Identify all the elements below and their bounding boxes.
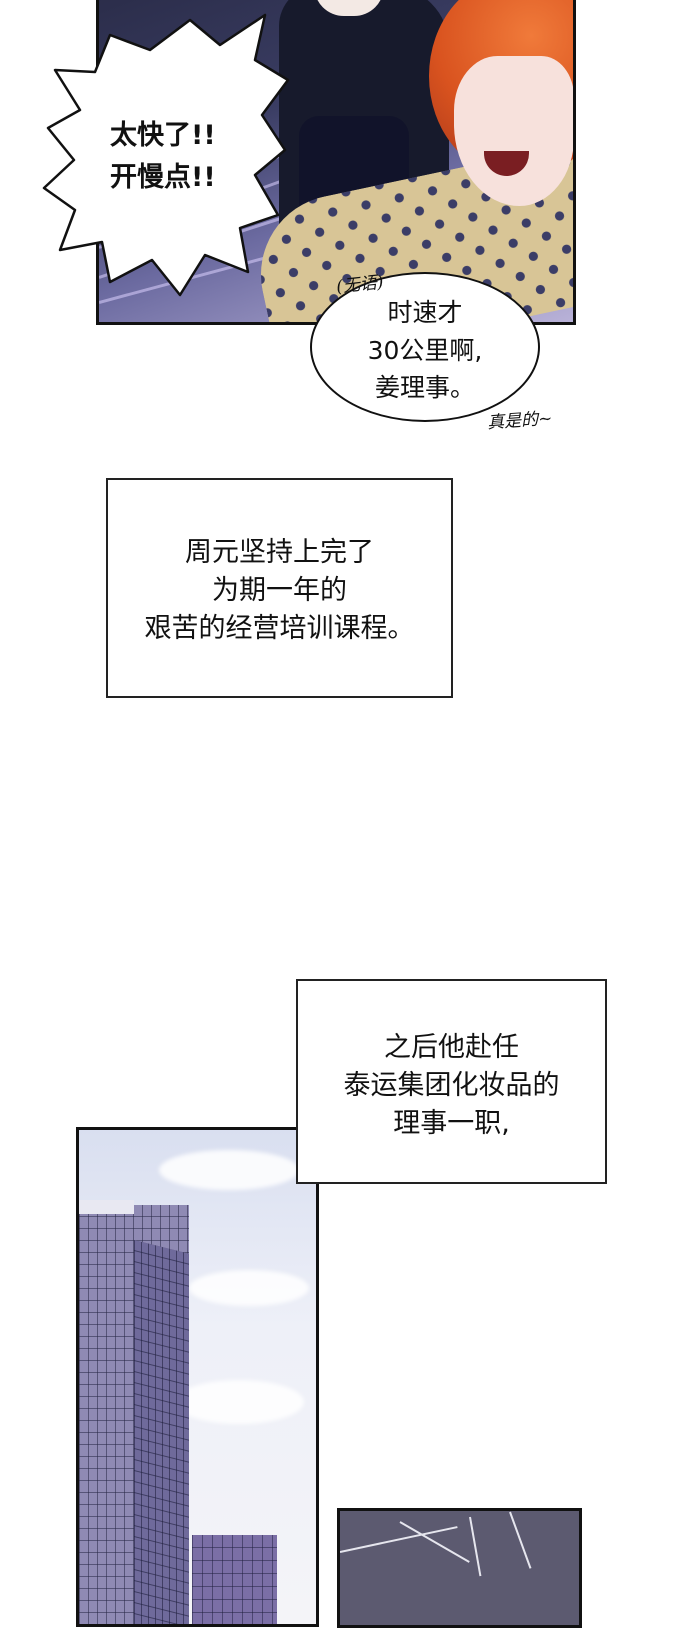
office-tower-roof xyxy=(79,1200,134,1214)
suited-man-face xyxy=(314,0,384,16)
redhead-face xyxy=(454,56,573,206)
cloud xyxy=(159,1150,299,1190)
reply-text-line1: 时速才 xyxy=(387,298,463,327)
aside-speechless: (无语) xyxy=(335,272,385,298)
cloud xyxy=(174,1380,304,1424)
narration-box-2: 之后他赴任 泰运集团化妆品的 理事一职, xyxy=(296,979,607,1184)
comic-panel-car-scene xyxy=(96,0,576,325)
office-tower-side xyxy=(134,1240,189,1624)
spiky-speech-bubble xyxy=(42,13,290,297)
reply-text-line2: 30公里啊, xyxy=(367,336,483,365)
shout-text-line2: 开慢点!! xyxy=(110,162,216,193)
oval-speech-bubble xyxy=(310,272,540,422)
low-building xyxy=(192,1535,277,1624)
narration-1-line1: 周元坚持上完了 xyxy=(185,537,374,568)
comic-panel-building xyxy=(76,1127,319,1627)
narration-box-1: 周元坚持上完了 为期一年的 艰苦的经营培训课程。 xyxy=(106,478,453,698)
shout-text-line1: 太快了!! xyxy=(110,120,216,151)
narration-1-line2: 为期一年的 xyxy=(212,575,347,606)
road-line xyxy=(469,1516,482,1577)
aside-sigh: 真是的~ xyxy=(486,408,554,434)
comic-panel-next xyxy=(337,1508,582,1628)
road-line xyxy=(399,1521,470,1563)
narration-2-line3: 理事一职, xyxy=(393,1108,510,1139)
narration-2-line2: 泰运集团化妆品的 xyxy=(343,1070,560,1101)
narration-2-line1: 之后他赴任 xyxy=(384,1032,519,1063)
road-line xyxy=(340,1526,458,1553)
road-line xyxy=(509,1511,532,1569)
reply-text-line3: 姜理事。 xyxy=(374,373,475,402)
narration-1-line3: 艰苦的经营培训课程。 xyxy=(144,613,415,644)
cloud xyxy=(189,1270,309,1306)
